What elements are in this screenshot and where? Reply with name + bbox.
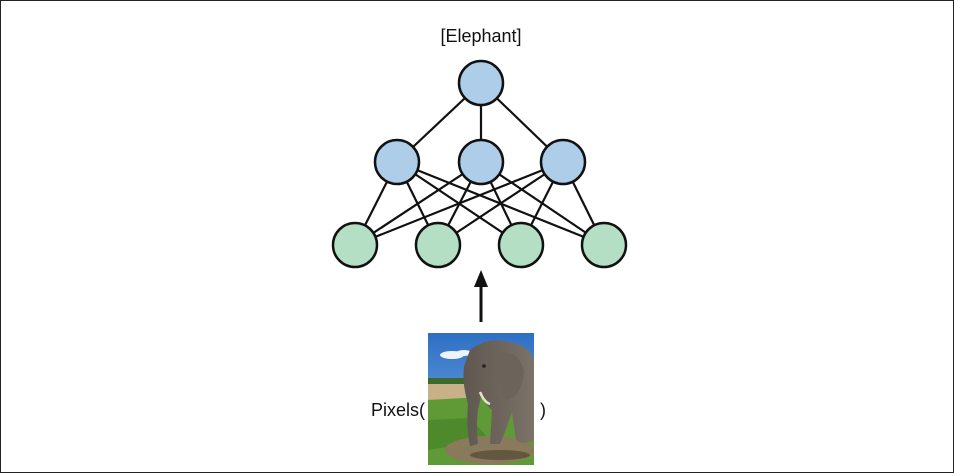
edge (437, 161, 564, 246)
input-label-prefix: Pixels( (371, 400, 425, 420)
elephant-photo (428, 333, 534, 465)
edge (354, 160, 564, 247)
output-node (457, 59, 505, 107)
input-node (414, 221, 462, 269)
output-layer (457, 59, 505, 107)
hidden-node (457, 138, 505, 186)
hidden-node (539, 138, 587, 186)
input-layer (331, 221, 628, 269)
edge (354, 161, 482, 246)
input-node (331, 221, 379, 269)
hidden-layer (373, 138, 587, 186)
input-node (497, 221, 545, 269)
up-arrow-icon (474, 270, 488, 322)
input-label-suffix: ) (540, 400, 546, 420)
input-node (580, 221, 628, 269)
output-label: [Elephant] (440, 26, 521, 46)
hidden-node (373, 138, 421, 186)
